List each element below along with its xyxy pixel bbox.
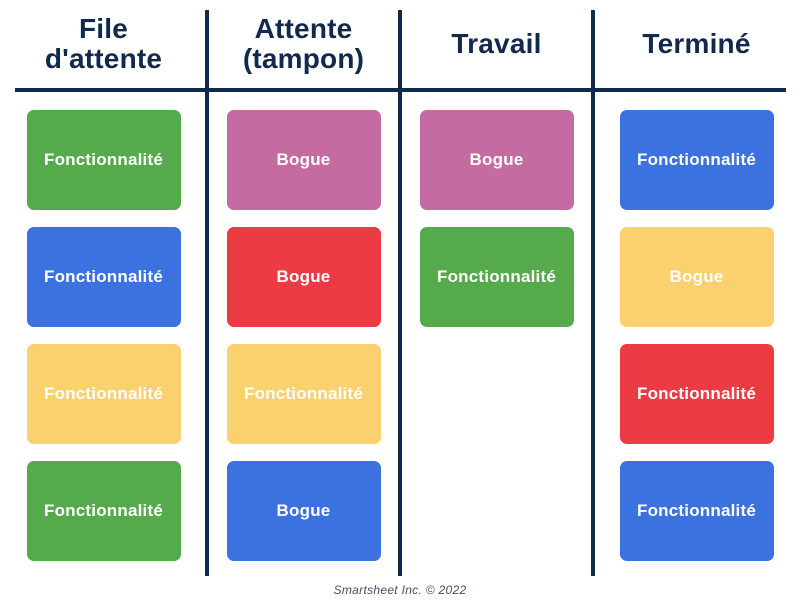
- column-cards-queue: Fonctionnalité Fonctionnalité Fonctionna…: [26, 88, 181, 561]
- column-cards-done: Fonctionnalité Bogue Fonctionnalité Fonc…: [619, 88, 774, 561]
- kanban-card[interactable]: Fonctionnalité: [26, 110, 181, 210]
- card-label: Fonctionnalité: [44, 501, 163, 520]
- card-label: Bogue: [276, 501, 331, 520]
- column-cards-buffer: Bogue Bogue Fonctionnalité Bogue: [226, 88, 381, 561]
- column-header-label: Attente (tampon): [242, 13, 365, 74]
- card-label: Bogue: [469, 150, 524, 169]
- column-divider: [398, 10, 402, 576]
- kanban-card[interactable]: Fonctionnalité: [26, 344, 181, 444]
- card-label: Fonctionnalité: [44, 384, 163, 403]
- kanban-card[interactable]: Bogue: [226, 461, 381, 561]
- kanban-card[interactable]: Fonctionnalité: [619, 344, 774, 444]
- column-cards-work: Bogue Fonctionnalité: [419, 88, 574, 327]
- column-header-buffer: Attente (tampon): [207, 0, 400, 88]
- card-label: Fonctionnalité: [437, 267, 556, 286]
- card-label: Fonctionnalité: [244, 384, 363, 403]
- card-label: Bogue: [669, 267, 724, 286]
- column-header-label: Travail: [451, 28, 542, 59]
- kanban-card[interactable]: Fonctionnalité: [419, 227, 574, 327]
- kanban-card[interactable]: Bogue: [419, 110, 574, 210]
- column-divider: [205, 10, 209, 576]
- kanban-column-work: Travail Bogue Fonctionnalité: [400, 0, 593, 608]
- card-label: Fonctionnalité: [44, 150, 163, 169]
- header-divider: [15, 88, 786, 92]
- card-label: Fonctionnalité: [637, 384, 756, 403]
- kanban-card[interactable]: Bogue: [619, 227, 774, 327]
- copyright-text: Smartsheet Inc. © 2022: [333, 583, 467, 597]
- kanban-column-done: Terminé Fonctionnalité Bogue Fonctionnal…: [593, 0, 800, 608]
- kanban-card[interactable]: Fonctionnalité: [226, 344, 381, 444]
- card-label: Fonctionnalité: [44, 267, 163, 286]
- kanban-card[interactable]: Fonctionnalité: [26, 461, 181, 561]
- column-header-work: Travail: [400, 0, 593, 88]
- kanban-card[interactable]: Bogue: [226, 227, 381, 327]
- card-label: Bogue: [276, 267, 331, 286]
- kanban-card[interactable]: Fonctionnalité: [619, 461, 774, 561]
- column-divider: [591, 10, 595, 576]
- kanban-card[interactable]: Fonctionnalité: [619, 110, 774, 210]
- card-label: Fonctionnalité: [637, 501, 756, 520]
- column-header-queue: File d'attente: [0, 0, 207, 88]
- kanban-column-queue: File d'attente Fonctionnalité Fonctionna…: [0, 0, 207, 608]
- column-header-done: Terminé: [593, 0, 800, 88]
- column-header-label: Terminé: [642, 28, 751, 59]
- kanban-column-buffer: Attente (tampon) Bogue Bogue Fonctionnal…: [207, 0, 400, 608]
- column-header-label: File d'attente: [44, 13, 163, 74]
- card-label: Fonctionnalité: [637, 150, 756, 169]
- kanban-card[interactable]: Fonctionnalité: [26, 227, 181, 327]
- kanban-card[interactable]: Bogue: [226, 110, 381, 210]
- card-label: Bogue: [276, 150, 331, 169]
